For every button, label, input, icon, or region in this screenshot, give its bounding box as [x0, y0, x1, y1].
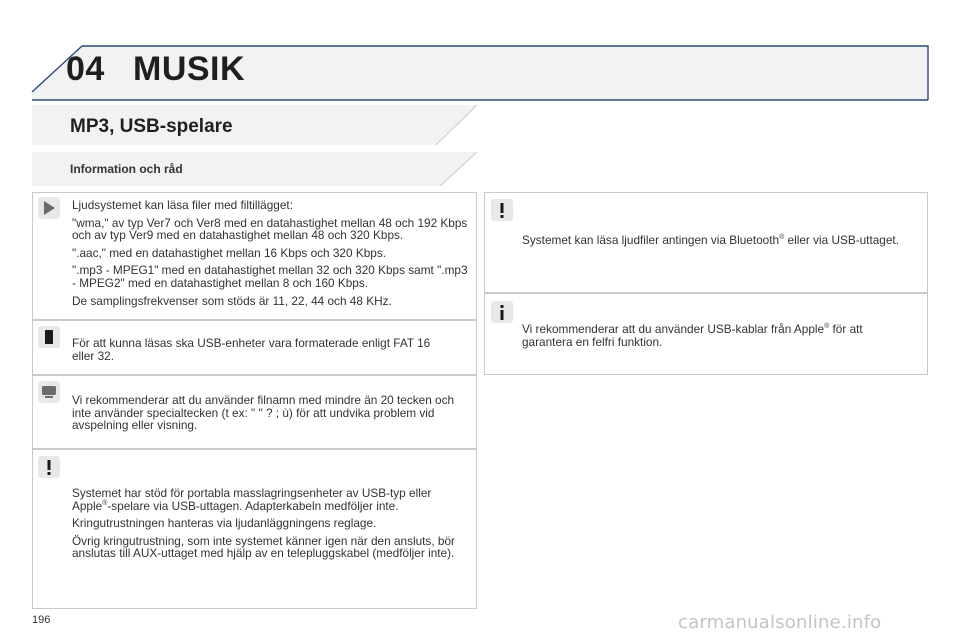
info-box-apple-cables: [484, 293, 928, 375]
apple-cables-text: Vi rekommenderar att du använder USB-kab…: [522, 322, 863, 349]
paragraph: "wma," av typ Ver7 och Ver8 med en datah…: [72, 215, 468, 243]
info-icon: [491, 301, 513, 323]
paragraph: Ljudsystemet kan läsa filer med filtillä…: [72, 198, 293, 212]
note-box-fat-format: [32, 320, 477, 375]
mass-storage-text: Systemet har stöd för portabla masslagri…: [72, 487, 468, 565]
subsection-title: Information och råd: [70, 162, 183, 176]
page-number: 196: [32, 614, 51, 626]
black-square-icon: [38, 326, 60, 348]
chapter-number: 04: [66, 50, 105, 88]
paragraph: Kringutrustningen hanteras via ljudanläg…: [72, 516, 377, 531]
chapter-title: MUSIK: [133, 50, 246, 88]
section-title-band: [32, 104, 477, 146]
fat-format-text: För att kunna läsas ska USB-enheter vara…: [72, 336, 431, 363]
tip-box-file-formats: [32, 192, 477, 320]
speaker-note-icon: [38, 197, 60, 219]
paragraph: Systemet har stöd för portabla masslagri…: [72, 486, 432, 513]
warning-box-mass-storage: [32, 449, 477, 609]
paragraph: Övrig kringutrustning, som inte systemet…: [72, 533, 455, 561]
warning-box-bluetooth: [484, 192, 928, 293]
paragraph: De samplingsfrekvenser som stöds är 11, …: [72, 293, 392, 308]
chapter-header-band: [31, 45, 929, 101]
watermark: carmanualsonline.info: [678, 612, 882, 633]
tip-box-filenames: [32, 375, 477, 449]
filenames-text: Vi rekommenderar att du använder filnamn…: [72, 393, 455, 433]
exclamation-icon: [491, 199, 513, 221]
bluetooth-text: Systemet kan läsa ljudfiler antingen via…: [522, 233, 899, 247]
paragraph: ".aac," med en datahastighet mellan 16 K…: [72, 245, 386, 260]
section-title: MP3, USB-spelare: [70, 116, 233, 137]
subsection-title-band: [32, 151, 477, 187]
paragraph: ".mp3 - MPEG1" med en datahastighet mell…: [72, 263, 468, 290]
speaker-note-icon: [38, 381, 60, 403]
exclamation-icon: [38, 456, 60, 478]
file-formats-text: Ljudsystemet kan läsa filer med filtillä…: [72, 199, 468, 312]
